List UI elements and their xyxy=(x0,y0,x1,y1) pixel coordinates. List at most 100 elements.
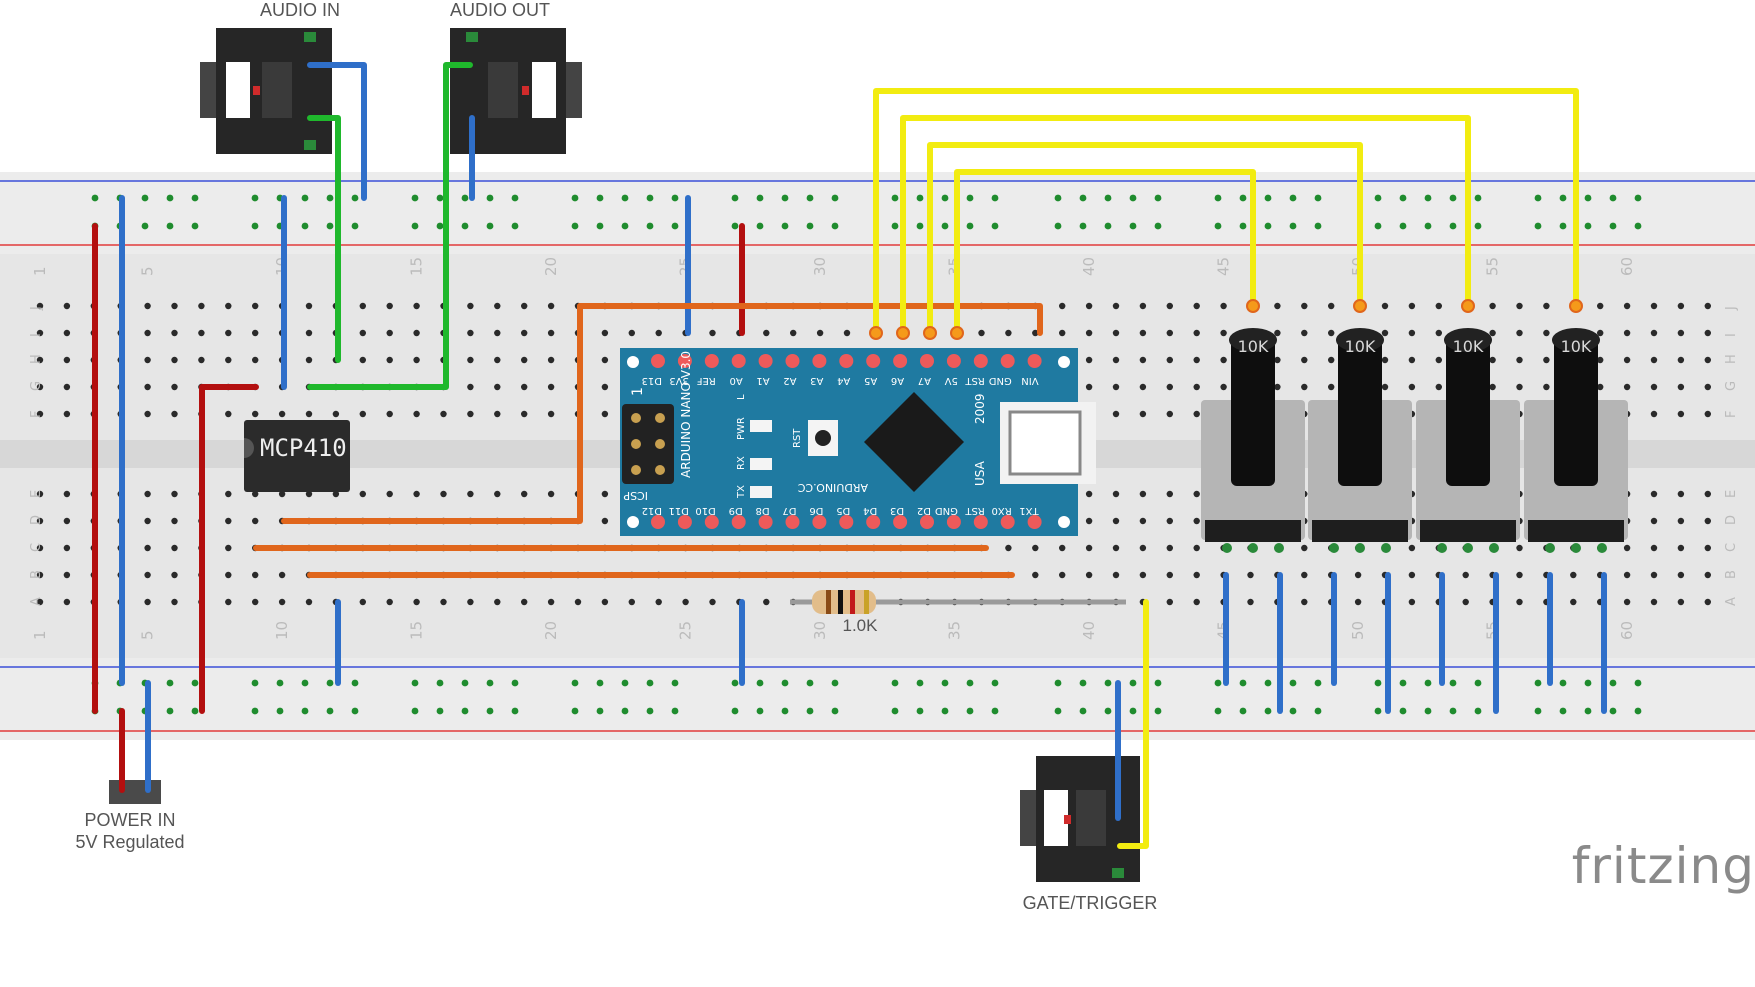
rail-hole xyxy=(1634,679,1642,687)
hole xyxy=(225,598,232,606)
arduino-pin-bottom xyxy=(866,515,881,529)
hole xyxy=(359,329,366,337)
hole xyxy=(386,356,393,364)
arduino-pin-label: D8 xyxy=(756,505,770,516)
rail-hole xyxy=(1584,679,1592,687)
hole xyxy=(1677,490,1685,498)
hole xyxy=(1489,329,1496,337)
hole xyxy=(1435,383,1443,391)
hole xyxy=(1677,329,1685,337)
rail-hole xyxy=(351,194,359,202)
potentiometer: 10K xyxy=(1416,328,1520,553)
wire-end xyxy=(896,326,910,340)
hole xyxy=(1274,329,1281,337)
hole xyxy=(144,517,151,525)
hole xyxy=(386,329,393,337)
hole xyxy=(1193,598,1200,606)
hole xyxy=(494,329,501,337)
rail-hole xyxy=(781,679,789,687)
hole xyxy=(521,598,528,606)
column-number: 40 xyxy=(1080,621,1098,640)
hole xyxy=(1677,517,1685,525)
rail-hole xyxy=(1424,222,1432,230)
hole xyxy=(467,598,474,606)
pot-label: 10K xyxy=(1453,337,1484,356)
rail-hole xyxy=(831,222,839,230)
hole xyxy=(278,571,286,579)
row-letter: C xyxy=(1724,543,1739,552)
rail-hole xyxy=(891,194,899,202)
rail-hole xyxy=(166,194,174,202)
hole xyxy=(601,598,609,606)
arduino-pin-labels: D13D123V3D11REFD10A0D9A1D8A2D7A3D6A4D5A5… xyxy=(642,375,1040,516)
hole xyxy=(1193,517,1200,525)
led-l-label: L xyxy=(736,394,747,400)
hole xyxy=(790,329,797,337)
hole xyxy=(1032,544,1039,552)
arduino-usa: USA xyxy=(973,460,987,486)
hole xyxy=(36,329,44,337)
rail-hole xyxy=(646,222,654,230)
hole xyxy=(171,598,178,606)
wire-end xyxy=(1569,299,1583,313)
rail-hole xyxy=(141,194,149,202)
resistor xyxy=(790,590,1126,614)
hole xyxy=(1543,329,1550,337)
rail-hole xyxy=(1314,707,1322,715)
hole xyxy=(1543,302,1550,310)
column-number: 35 xyxy=(946,621,964,640)
rail-hole xyxy=(1584,222,1592,230)
row-letter: J xyxy=(1724,306,1739,311)
hole xyxy=(1166,383,1174,391)
hole xyxy=(36,517,44,525)
hole xyxy=(1112,490,1120,498)
rail-hole xyxy=(1449,222,1457,230)
hole xyxy=(1650,544,1658,552)
rail-hole xyxy=(411,194,419,202)
rail-hole xyxy=(511,222,519,230)
arduino-pin-bottom xyxy=(704,515,719,529)
hole xyxy=(682,598,689,606)
hole xyxy=(521,410,528,418)
rail-hole xyxy=(486,222,494,230)
row-letter: J xyxy=(29,306,44,311)
hole xyxy=(252,356,259,364)
rail-hole xyxy=(91,194,99,202)
hole xyxy=(305,598,313,606)
hole xyxy=(601,517,609,525)
hole xyxy=(1677,302,1685,310)
hole xyxy=(1516,356,1523,364)
hole xyxy=(171,544,178,552)
hole xyxy=(144,410,151,418)
hole xyxy=(36,544,44,552)
rail-hole xyxy=(1399,194,1407,202)
wire-end xyxy=(1353,299,1367,313)
hole xyxy=(144,490,151,498)
hole xyxy=(1516,302,1523,310)
audio-out-label: AUDIO OUT xyxy=(449,0,550,20)
hole xyxy=(601,410,609,418)
hole xyxy=(1301,571,1308,579)
hole xyxy=(144,302,151,310)
hole xyxy=(1623,598,1631,606)
hole xyxy=(547,410,555,418)
hole xyxy=(1193,571,1200,579)
hole xyxy=(1220,302,1227,310)
hole xyxy=(171,356,178,364)
arduino-pin-top xyxy=(704,354,719,368)
hole xyxy=(36,598,44,606)
hole xyxy=(494,302,501,310)
hole xyxy=(1139,383,1147,391)
hole xyxy=(1704,598,1712,606)
hole xyxy=(521,356,528,364)
wire-red xyxy=(199,384,259,714)
hole xyxy=(171,302,178,310)
arduino-pin-label: D2 xyxy=(917,505,931,516)
hole xyxy=(1112,383,1120,391)
hole xyxy=(144,329,151,337)
potentiometer: 10K xyxy=(1308,328,1412,553)
rail-hole xyxy=(1534,707,1542,715)
hole xyxy=(1408,356,1416,364)
rail-hole xyxy=(1289,707,1297,715)
arduino-pin-bottom xyxy=(839,515,854,529)
